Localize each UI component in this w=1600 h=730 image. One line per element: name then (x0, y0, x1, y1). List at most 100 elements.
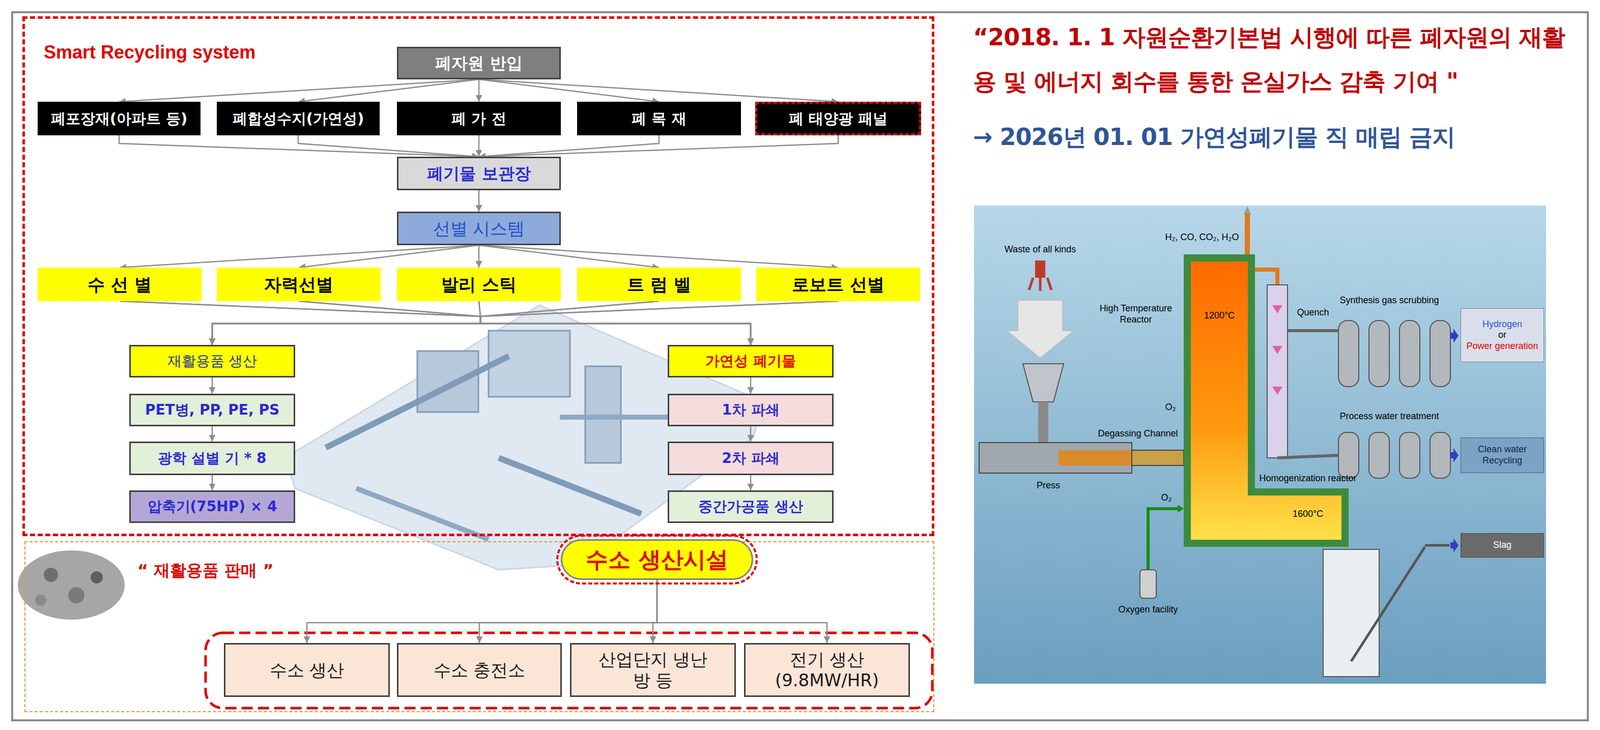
chimney-tip (1243, 206, 1251, 215)
output-box: 산업단지 냉난방 등 (569, 643, 736, 698)
sorting-method-box: 수 선 별 (37, 267, 202, 302)
oxygen-line (1148, 508, 1179, 570)
box-label: 폐 태양광 패널 (788, 109, 888, 128)
hopper (1022, 363, 1064, 403)
box-label: 수소 생산 (269, 660, 345, 681)
scrubber (1399, 320, 1420, 387)
plant-part-label: Press (1027, 480, 1069, 492)
flow-connector (478, 190, 480, 212)
output-arrow (1450, 448, 1459, 463)
box-label: 수 선 별 (87, 274, 152, 296)
process-box: PET병, PP, PE, PS (129, 393, 296, 427)
crowd-picture (17, 550, 125, 620)
plant-part-label: H₂, CO, CO₂, H₂O (1158, 232, 1246, 244)
machine-conveyor (498, 458, 642, 514)
oxygen-arrow (1177, 504, 1184, 513)
plant-background (974, 205, 1547, 684)
box-label: 발리 스틱 (441, 274, 517, 296)
quench-spray (1272, 386, 1283, 395)
box-label: 2차 파쇄 (721, 449, 780, 468)
plant-part-label: Synthesis gas scrubbing (1330, 295, 1448, 307)
quench-spray (1272, 346, 1283, 355)
sorting-system-box: 선별 시스템 (396, 211, 561, 246)
storage-box: 폐기물 보관장 (396, 156, 561, 191)
plant-part-label: O₂ (1160, 402, 1181, 414)
flow-connector (119, 79, 479, 102)
hydrogen-facility-pill: 수소 생산시설 (560, 539, 754, 581)
plant-part-label: Quench (1292, 307, 1334, 319)
box-label: PET병, PP, PE, PS (145, 401, 280, 419)
box-label: 폐합성수지(가연성) (232, 109, 365, 128)
crowd-picture (90, 571, 103, 584)
water-tank (1399, 432, 1420, 479)
system-region: Smart Recycling system폐자원 반입폐포장재(아파트 등)폐… (22, 16, 935, 537)
output-box: 수소 생산 (223, 643, 390, 698)
water-tank (1430, 432, 1451, 479)
slag-conveyor (1424, 544, 1450, 548)
press-screw (1058, 450, 1132, 466)
region-heading: “ 재활용품 판매 ” (137, 560, 274, 581)
flow-connector (298, 245, 479, 268)
box-label: 압축기(75HP) × 4 (147, 498, 278, 516)
flow-connector (750, 377, 752, 394)
waste-source-box: 폐 태양광 패널 (755, 101, 922, 136)
oxygen-tank (1139, 569, 1157, 599)
flow-connector (478, 79, 480, 102)
quench-column (1267, 284, 1288, 459)
waste-source-box: 폐 목 재 (577, 101, 741, 136)
press (979, 442, 1132, 474)
machine-part (417, 351, 479, 413)
machine-part (488, 330, 570, 397)
flow-connector (478, 245, 480, 268)
water-tank (1338, 432, 1359, 479)
sorting-method-box: 트 럼 벨 (577, 267, 741, 302)
scrubber (1338, 320, 1359, 387)
flow-connector (479, 580, 657, 644)
box-label: 광학 설별 기 * 8 (157, 449, 267, 468)
plant-part-label: Process water treatment (1330, 411, 1448, 423)
box-label: 1차 파쇄 (721, 401, 780, 419)
box-label: Clean water Recycling (1466, 444, 1538, 467)
flow-connector (478, 135, 839, 157)
box-label: 폐자원 반입 (435, 53, 523, 73)
group-outline (205, 633, 933, 709)
plant-part-label: 1600°C (1284, 508, 1331, 521)
box-label: 폐포장재(아파트 등) (50, 109, 188, 128)
heading-note: “2018. 1. 1 자원순환기본법 시행에 따른 폐자원의 재활용 및 에너… (973, 15, 1584, 105)
box-label: 폐기물 보관장 (426, 163, 531, 184)
crowd-picture (43, 567, 59, 583)
quench-spray (1272, 305, 1283, 314)
flow-connector (119, 135, 479, 157)
slag-pit (1323, 549, 1380, 677)
output-box: 전기 생산 (9.8MW/HR) (744, 643, 910, 698)
waste-source-box: 폐 가 전 (396, 101, 561, 136)
gas-pipe (1254, 269, 1278, 285)
process-box: 1차 파쇄 (667, 393, 834, 427)
scrubber (1430, 320, 1451, 387)
plant-part-label: 1200°C (1196, 310, 1243, 322)
plant-part-label: Oxygen facility (1109, 604, 1187, 616)
box-label: 수소 충전소 (433, 660, 526, 681)
process-box: 중간가공품 생산 (667, 490, 834, 524)
plant-part-label: Degassing Channel (1094, 428, 1182, 440)
reactor-shell (1183, 254, 1349, 548)
sales-region: “ 재활용품 판매 ” 수소 생산시설수소 생산 수소 충전소 산업단지 냉난방 등 전… (24, 541, 935, 713)
box-label: 중간가공품 생산 (698, 498, 804, 516)
plant-output-box: Clean water Recycling (1460, 437, 1545, 474)
box-label: 재활용품 생산 (167, 352, 258, 370)
water-pipe (1277, 455, 1339, 459)
box-label: Hydrogen (1482, 319, 1523, 331)
flow-connector (656, 580, 827, 644)
box-label: 가연성 폐기물 (705, 352, 796, 370)
flow-connector (750, 426, 752, 442)
water-tank (1368, 432, 1390, 479)
flow-connector (211, 426, 214, 442)
feed-arrow (1006, 300, 1074, 359)
plant-part-label: O₂ (1156, 492, 1177, 504)
box-label: 산업단지 냉난방 등 (596, 649, 709, 692)
flow-connector (306, 580, 657, 644)
flow-connector (211, 377, 214, 394)
waste-source-box: 폐포장재(아파트 등) (37, 101, 201, 136)
